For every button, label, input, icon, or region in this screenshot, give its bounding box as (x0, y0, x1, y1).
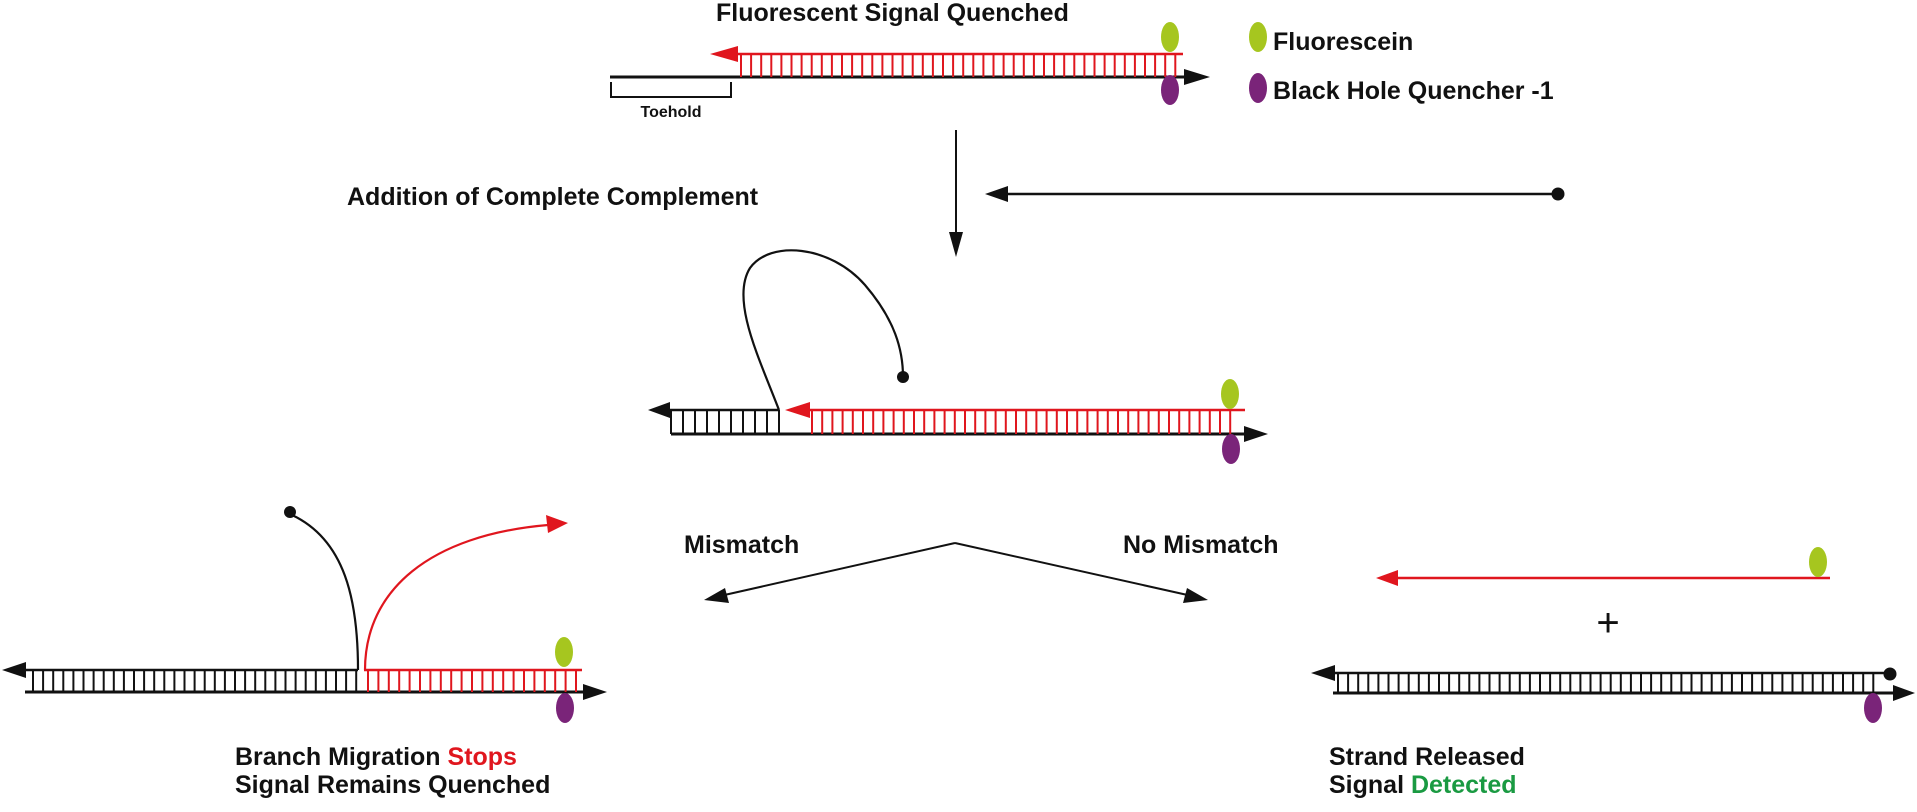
branch-label-no-mismatch: No Mismatch (1123, 531, 1279, 559)
complement-strand-arrowhead (1311, 665, 1335, 681)
process-arrow-down-head (949, 232, 963, 257)
full-duplex (1311, 665, 1915, 723)
no-mismatch-outcome-detected: Detected (1411, 771, 1517, 799)
mismatch-outcome-line2: Signal Remains Quenched (235, 771, 550, 799)
no-mismatch-outcome-line1: Strand Released (1329, 743, 1525, 771)
branch-arrow-mismatch-head (704, 588, 729, 603)
probe-strand-frayed-arrowhead (546, 515, 568, 533)
mismatch-outcome-prefix: Branch Migration (235, 743, 448, 771)
toehold-label: Toehold (640, 104, 701, 121)
complement-strand (985, 186, 1565, 202)
target-strand-arrowhead (1244, 426, 1268, 442)
quencher-icon (1222, 434, 1240, 464)
complement-strand-arrowhead (985, 186, 1008, 202)
fluorescein-icon (1809, 547, 1827, 577)
quencher-icon (556, 693, 574, 723)
invading-strand-end-dot (284, 506, 296, 518)
legend-quencher-icon (1249, 73, 1267, 103)
released-probe-arrowhead (1376, 570, 1398, 586)
fluorescein-icon (1161, 22, 1179, 52)
target-strand-arrowhead (1184, 69, 1210, 85)
probe-strand-arrowhead (710, 46, 738, 62)
branch-arrow-no-mismatch-head (1183, 588, 1208, 603)
branch-label-mismatch: Mismatch (684, 531, 799, 559)
legend-fluorescein-label: Fluorescein (1273, 28, 1413, 56)
quencher-icon (1161, 75, 1179, 105)
legend: Fluorescein Black Hole Quencher -1 (1249, 22, 1554, 105)
mismatch-outcome-stops: Stops (448, 743, 517, 771)
invading-strand-arrowhead (648, 402, 670, 418)
probe-strand-frayed (363, 523, 549, 671)
branch-arrow-no-mismatch (954, 542, 1193, 597)
base-pairs-initial (740, 54, 1177, 77)
released-probe (1376, 547, 1830, 586)
invading-strand-loop (742, 249, 905, 411)
base-pairs-probe (367, 670, 577, 692)
plus-sign: + (1596, 601, 1619, 645)
base-pairs-invader (32, 670, 358, 692)
base-pairs-invader (670, 410, 780, 434)
fluorescein-icon (555, 637, 573, 667)
complement-strand-end-dot (1883, 667, 1897, 681)
target-strand-arrowhead (1893, 685, 1915, 701)
invading-strand-end-dot (897, 371, 909, 383)
base-pairs-complement (1337, 673, 1875, 693)
invading-strand-arrowhead (2, 662, 26, 678)
quencher-icon (1864, 693, 1882, 723)
complement-strand-end-dot (1551, 187, 1565, 201)
base-pairs-probe (811, 410, 1232, 434)
probe-strand-arrowhead (785, 402, 810, 418)
branch-arrow-mismatch (719, 542, 956, 597)
no-mismatch-outcome-prefix: Signal (1329, 771, 1411, 799)
toehold-bracket (610, 82, 732, 98)
mismatch-complex (2, 506, 607, 723)
initial-complex: Toehold (610, 22, 1210, 121)
no-mismatch-outcome-line2: Signal Detected (1329, 771, 1517, 799)
mismatch-outcome-line1: Branch Migration Stops (235, 743, 517, 771)
target-strand-arrowhead (583, 684, 607, 700)
step-label: Addition of Complete Complement (347, 183, 759, 211)
intermediate-complex (648, 249, 1268, 464)
legend-fluorescein-icon (1249, 22, 1267, 52)
fluorescein-icon (1221, 379, 1239, 409)
legend-quencher-label: Black Hole Quencher -1 (1273, 77, 1554, 105)
invading-strand-tail (291, 514, 360, 671)
diagram-title: Fluorescent Signal Quenched (716, 0, 1069, 27)
